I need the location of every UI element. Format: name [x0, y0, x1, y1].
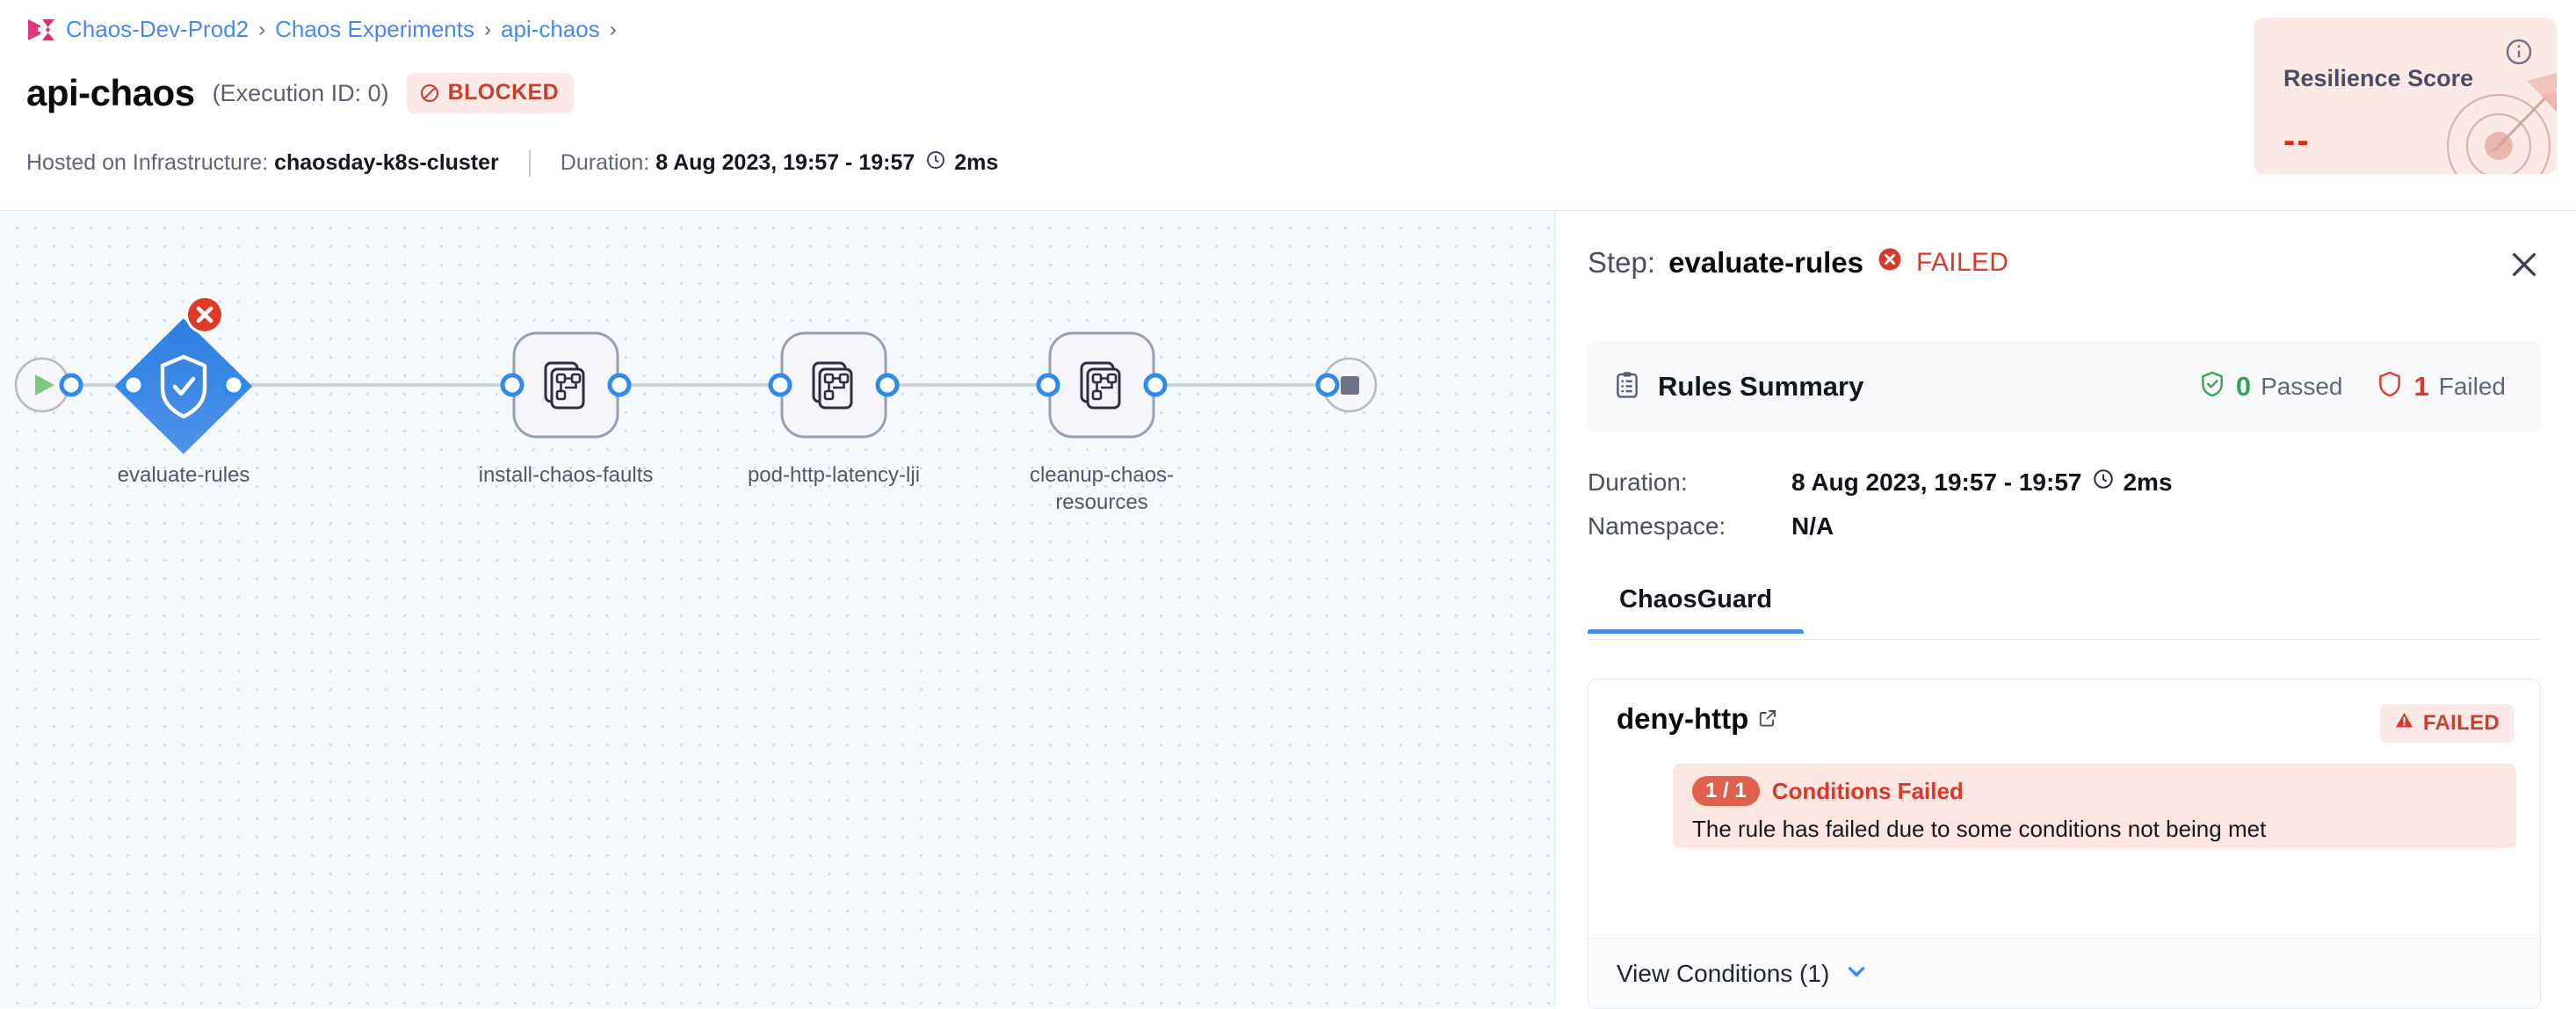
node-evaluate-rules[interactable] — [114, 295, 253, 454]
chaos-fault-icon — [1080, 361, 1121, 410]
info-circle-icon[interactable] — [2504, 37, 2534, 71]
view-conditions-label: View Conditions (1) — [1617, 959, 1830, 987]
error-x-icon — [185, 295, 224, 334]
detail-duration-elapsed: 2ms — [2123, 468, 2173, 496]
duration-label: Duration: — [560, 150, 650, 175]
duration-value: 8 Aug 2023, 19:57 - 19:57 — [655, 150, 915, 175]
node-install-chaos-faults[interactable] — [500, 331, 632, 439]
execution-id: (Execution ID: 0) — [212, 79, 389, 106]
shield-check-icon — [160, 354, 207, 419]
clipboard-list-icon — [1612, 370, 1642, 404]
infrastructure-value: chaosday-k8s-cluster — [274, 150, 499, 175]
chaos-fault-icon — [812, 361, 853, 410]
view-conditions-toggle[interactable]: View Conditions (1) — [1588, 938, 2540, 1008]
conditions-failed-title: Conditions Failed — [1771, 777, 1964, 804]
external-link-icon[interactable] — [1757, 702, 1778, 736]
rules-summary-heading: Rules Summary — [1612, 341, 1863, 432]
node-pod-http-latency-lji[interactable] — [768, 331, 900, 439]
status-badge-label: BLOCKED — [447, 80, 560, 105]
page-header: Chaos-Dev-Prod2 › Chaos Experiments › ap… — [0, 0, 2576, 211]
chevron-down-icon[interactable] — [1843, 958, 1870, 989]
conditions-failed-description: The rule has failed due to some conditio… — [1692, 816, 2267, 842]
node-cleanup-chaos-resources[interactable] — [1036, 331, 1168, 439]
rules-passed-label: Passed — [2261, 373, 2343, 400]
status-badge: BLOCKED — [406, 73, 575, 113]
step-details-panel: Step: evaluate-rules FAILED — [1556, 211, 2576, 1009]
panel-tabs: ChaosGuard — [1588, 578, 2541, 640]
chaos-fault-icon — [544, 361, 585, 410]
rule-card-header: deny-http FAILED — [1588, 679, 2540, 762]
node-label-cleanup-chaos-resources: cleanup-chaos-resources — [1029, 463, 1175, 514]
rule-status-badge-label: FAILED — [2422, 711, 2500, 735]
meta-divider — [528, 149, 531, 177]
breadcrumb-item-0[interactable]: Chaos-Dev-Prod2 — [66, 16, 250, 42]
rule-status-badge: FAILED — [2379, 704, 2514, 743]
detail-value-namespace: N/A — [1791, 512, 1834, 540]
tab-chaosguard[interactable]: ChaosGuard — [1588, 578, 1805, 634]
duration-elapsed: 2ms — [954, 150, 999, 175]
breadcrumb-item-1[interactable]: Chaos Experiments — [275, 16, 474, 42]
panel-title: Step: evaluate-rules FAILED — [1588, 246, 2008, 279]
resilience-score-title: Resilience Score — [2283, 65, 2474, 91]
detail-row-duration: Duration: 8 Aug 2023, 19:57 - 19:57 2ms — [1588, 468, 2173, 497]
rules-summary-title: Rules Summary — [1658, 371, 1864, 402]
rules-passed-count: 0 — [2235, 371, 2252, 402]
breadcrumb-separator: › — [258, 17, 266, 41]
detail-key-namespace: Namespace: — [1588, 512, 1726, 540]
page-title: api-chaos — [26, 72, 195, 113]
breadcrumb-separator-trailing: › — [609, 17, 617, 41]
panel-title-prefix: Step: — [1588, 246, 1656, 279]
error-x-icon — [1877, 246, 1903, 279]
rule-card-deny-http: deny-http FAILED 1 / 1 Conditions Failed — [1588, 679, 2541, 1009]
blocked-circle-icon — [419, 83, 440, 104]
shield-check-icon — [2198, 370, 2226, 404]
warning-triangle-icon — [2394, 710, 2414, 737]
detail-value-duration: 8 Aug 2023, 19:57 - 19:57 2ms — [1791, 468, 2173, 497]
clock-icon — [2092, 468, 2115, 497]
breadcrumb-separator: › — [483, 17, 491, 41]
detail-row-namespace: Namespace: N/A — [1588, 512, 2173, 541]
end-node[interactable] — [1315, 357, 1378, 413]
rules-failed-count: 1 — [2413, 371, 2429, 402]
title-row: api-chaos (Execution ID: 0) BLOCKED — [26, 72, 575, 114]
clock-icon — [925, 149, 946, 177]
detail-duration-range: 8 Aug 2023, 19:57 - 19:57 — [1791, 468, 2082, 496]
target-arrow-illustration — [2446, 73, 2557, 174]
conditions-failed-alert: 1 / 1 Conditions Failed The rule has fai… — [1673, 764, 2516, 848]
panel-header: Step: evaluate-rules FAILED — [1556, 211, 2576, 327]
rule-name-link[interactable]: deny-http — [1617, 702, 1778, 736]
step-details-list: Duration: 8 Aug 2023, 19:57 - 19:57 2ms … — [1588, 468, 2173, 556]
resilience-score-value: -- — [2283, 121, 2311, 160]
conditions-count-pill: 1 / 1 — [1692, 776, 1760, 806]
pipeline-canvas[interactable]: evaluate-rules install-chaos-faults pod-… — [0, 211, 1555, 1008]
breadcrumb: Chaos-Dev-Prod2 › Chaos Experiments › ap… — [26, 16, 617, 43]
rules-summary-card: Rules Summary 0 Passed 1 — [1588, 341, 2541, 432]
rule-name-text: deny-http — [1617, 702, 1749, 735]
rules-failed-label: Failed — [2438, 373, 2506, 400]
play-icon — [35, 374, 54, 396]
shield-outline-icon — [2376, 370, 2404, 404]
panel-step-status: FAILED — [1916, 248, 2009, 277]
node-label-pod-http-latency-lji: pod-http-latency-lji — [747, 463, 921, 487]
detail-key-duration: Duration: — [1588, 468, 1688, 496]
conditions-failed-heading: 1 / 1 Conditions Failed — [1692, 776, 2497, 806]
harness-logo-icon — [26, 17, 56, 43]
header-meta: Hosted on Infrastructure: chaosday-k8s-c… — [26, 149, 998, 177]
node-label-evaluate-rules: evaluate-rules — [117, 463, 250, 487]
stop-square-icon — [1341, 376, 1359, 395]
close-icon[interactable] — [2506, 246, 2543, 283]
rules-failed-stat: 1 Failed — [2376, 370, 2506, 404]
pipeline-graph — [14, 295, 1378, 454]
resilience-score-card: Resilience Score -- — [2254, 18, 2557, 174]
breadcrumb-item-2[interactable]: api-chaos — [500, 16, 600, 42]
panel-step-name: evaluate-rules — [1668, 246, 1864, 279]
node-label-install-chaos-faults: install-chaos-faults — [478, 463, 654, 487]
start-node[interactable] — [14, 357, 83, 413]
rules-summary-stats: 0 Passed 1 Failed — [2198, 341, 2506, 432]
infrastructure-label: Hosted on Infrastructure: — [26, 150, 269, 175]
rules-passed-stat: 0 Passed — [2198, 370, 2343, 404]
